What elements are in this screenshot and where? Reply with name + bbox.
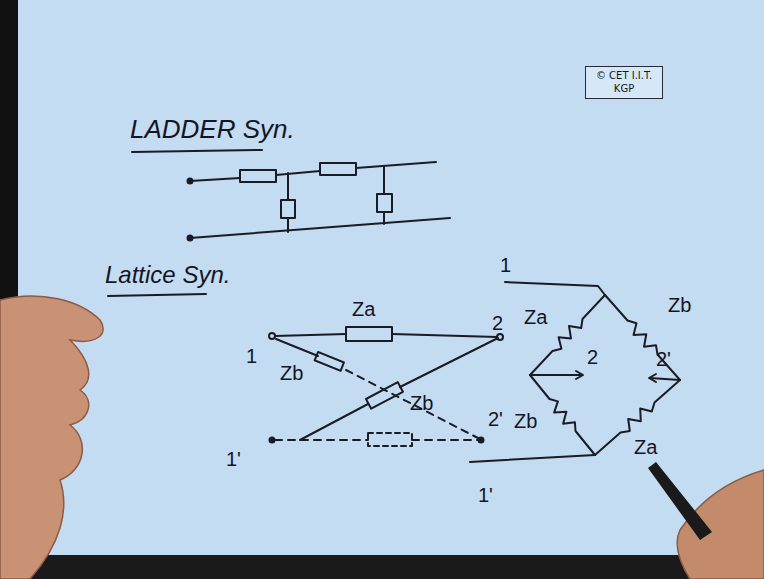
terminal-arrow bbox=[530, 371, 583, 379]
wire bbox=[190, 218, 450, 238]
wire bbox=[275, 334, 497, 337]
terminal-label: 1' bbox=[478, 484, 493, 506]
hand bbox=[0, 296, 103, 579]
underline bbox=[132, 150, 262, 152]
impedance-zigzag bbox=[530, 375, 595, 455]
wire bbox=[505, 282, 605, 295]
stamp-text: © CET I.I.T. KGP bbox=[592, 70, 656, 95]
table-edge bbox=[0, 555, 764, 579]
wire bbox=[276, 339, 318, 356]
terminal-label: 2 bbox=[492, 312, 503, 334]
resistor-symbol bbox=[315, 352, 344, 371]
terminal-label: 2 bbox=[587, 346, 598, 368]
pen bbox=[648, 462, 712, 540]
resistor-symbol bbox=[366, 382, 403, 409]
resistor-symbol bbox=[368, 433, 412, 446]
terminal bbox=[270, 438, 275, 443]
terminal bbox=[479, 438, 484, 443]
wire bbox=[300, 338, 498, 440]
resistor-symbol bbox=[240, 170, 276, 182]
resistor-symbol bbox=[377, 194, 392, 212]
resistor-symbol bbox=[346, 327, 392, 341]
impedance-label: Za bbox=[352, 298, 375, 320]
resistor-symbol bbox=[320, 163, 356, 175]
heading: LADDER Syn. bbox=[130, 115, 295, 144]
terminal-label: 2' bbox=[656, 348, 671, 370]
stamp-box: © CET I.I.T. KGP bbox=[585, 66, 663, 99]
impedance-label: Zb bbox=[280, 362, 303, 384]
terminal-label: 1 bbox=[500, 254, 511, 276]
impedance-label: Zb bbox=[668, 294, 691, 316]
underline bbox=[108, 294, 206, 296]
impedance-label: Zb bbox=[514, 410, 537, 432]
wire bbox=[275, 439, 478, 441]
impedance-label: Za bbox=[634, 436, 657, 458]
wire bbox=[190, 162, 436, 181]
terminal-label: 2' bbox=[488, 408, 503, 430]
heading: Lattice Syn. bbox=[105, 262, 230, 288]
impedance-label: Zb bbox=[410, 392, 433, 414]
paper bbox=[18, 0, 764, 560]
terminal-label: 1' bbox=[226, 448, 241, 470]
terminal-label: 1 bbox=[246, 345, 257, 367]
terminal-arrow bbox=[649, 374, 680, 382]
wire bbox=[470, 455, 595, 462]
impedance-label: Za bbox=[524, 306, 547, 328]
wire bbox=[287, 173, 289, 232]
resistor-symbol bbox=[281, 200, 295, 218]
